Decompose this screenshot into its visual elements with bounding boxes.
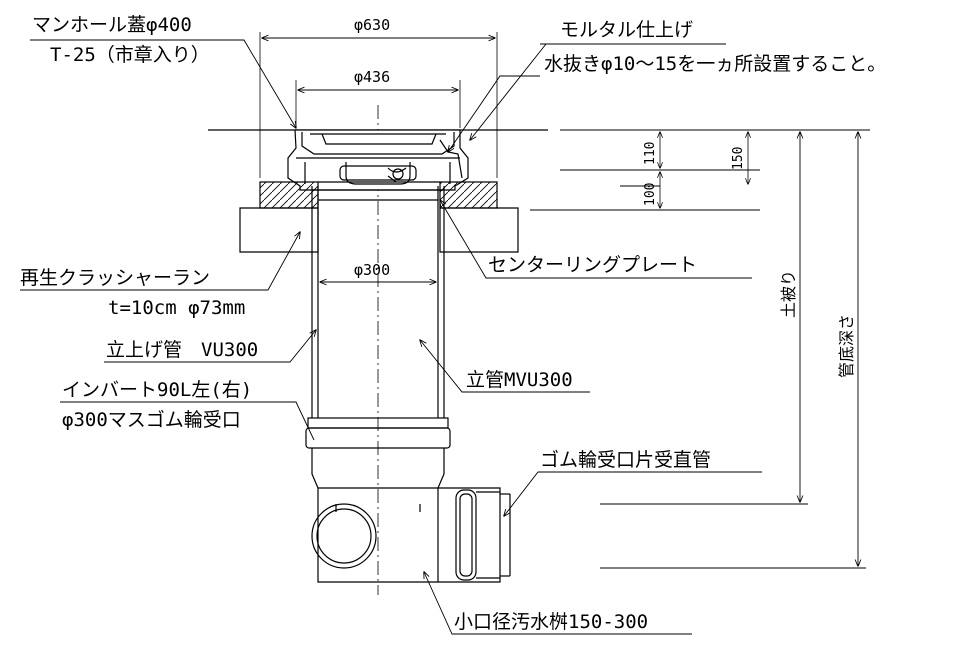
crusher-run-label-line1: 再生クラッシャーラン xyxy=(20,267,210,289)
pipe-depth-label: 管底深さ xyxy=(837,314,856,378)
cover-label-line1: マンホール蓋φ400 xyxy=(32,14,192,36)
mortar-label-line2: 水抜きφ10～15を一ヵ所設置すること。 xyxy=(544,53,886,75)
mortar-ring-left xyxy=(259,181,319,209)
dim-110: 110 xyxy=(643,142,658,165)
soil-cover-label: 土被り xyxy=(779,270,798,318)
rubber-ring-pipe-label: ゴム輪受口片受直管 xyxy=(540,449,711,471)
crusher-run-label-line2: t=10cm φ73mm xyxy=(108,297,245,319)
small-basin-label: 小口径汚水桝150-300 xyxy=(454,611,648,633)
dim-100: 100 xyxy=(643,183,658,206)
dim-150: 150 xyxy=(731,147,746,170)
dim-630: φ630 xyxy=(354,16,390,34)
crusher-run-base xyxy=(239,207,519,253)
cover-label-line2: T-25（市章入り） xyxy=(50,44,210,66)
invert-basin xyxy=(311,448,511,583)
dim-436: φ436 xyxy=(354,68,390,86)
mortar-ring-right xyxy=(439,181,498,209)
manhole-cover xyxy=(287,129,469,191)
riser-pipe xyxy=(311,186,445,418)
centering-plate-label: センターリングプレート xyxy=(488,254,697,276)
invert-label-line2: φ300マスゴム輪受口 xyxy=(62,409,241,431)
invert-label-line1: インバート90L左(右) xyxy=(62,379,252,401)
dim-300: φ300 xyxy=(354,261,390,279)
riser-pipe-label: 立上げ管 VU300 xyxy=(106,339,258,361)
vertical-pipe-label: 立管MVU300 xyxy=(466,369,573,391)
coupling-ring-lower xyxy=(305,427,451,449)
mortar-label-line1: モルタル仕上げ xyxy=(560,19,693,41)
